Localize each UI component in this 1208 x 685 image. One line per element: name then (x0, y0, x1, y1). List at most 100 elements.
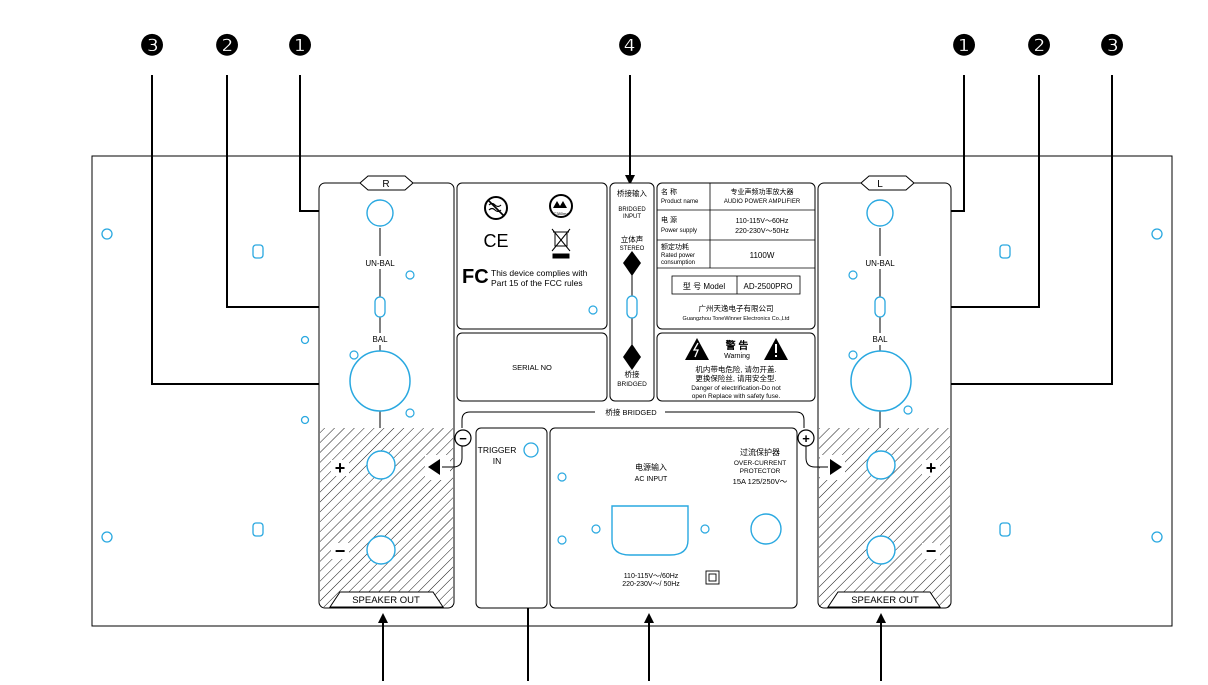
svg-text:STEREO: STEREO (620, 246, 645, 252)
cert-mark-text: C380ma (553, 211, 569, 216)
svg-text:15A 125/250V～: 15A 125/250V～ (733, 477, 788, 486)
svg-text:AD-2500PRO: AD-2500PRO (744, 282, 793, 291)
fcc-logo: FC (462, 266, 489, 288)
svg-text:广州天逸电子有限公司: 广州天逸电子有限公司 (699, 303, 774, 313)
bridge-plus-terminal (797, 429, 815, 447)
speaker-out-tab (827, 591, 941, 608)
svg-text:PROTECTOR: PROTECTOR (740, 468, 781, 475)
iec-power-inlet[interactable] (611, 505, 689, 556)
unbal-rca-jack[interactable] (866, 199, 894, 227)
svg-text:−: − (459, 431, 467, 446)
svg-text:桥接输入: 桥接输入 (617, 188, 647, 198)
svg-text:BRIDGED: BRIDGED (617, 381, 647, 388)
callout-1-right: ❶ (951, 30, 976, 61)
callout-3-right: ❸ (1099, 30, 1124, 61)
bridge-mode-switch[interactable] (626, 295, 638, 319)
svg-text:BRIDGED: BRIDGED (618, 207, 646, 213)
svg-text:220-230V～/ 50Hz: 220-230V～/ 50Hz (622, 581, 680, 588)
unbal-label: UN-BAL (365, 259, 395, 268)
speaker-minus-sign: − (926, 541, 937, 561)
callout-numbers: ❸ ❷ ❶ ❹ ❶ ❷ ❸ (139, 30, 1124, 61)
unbal-rca-jack[interactable] (366, 199, 394, 227)
svg-text:OVER-CURRENT: OVER-CURRENT (734, 460, 786, 467)
bal-jack-slot[interactable] (874, 296, 886, 318)
speaker-out-label: SPEAKER OUT (851, 595, 919, 606)
right-channel-module: R UN-BAL BAL + − SPEAKER OUT (318, 175, 455, 609)
speaker-minus-jack[interactable] (366, 535, 396, 565)
bridge-link-arrow (428, 459, 440, 475)
callout-3-left: ❸ (139, 30, 164, 61)
xlr-input-jack[interactable] (349, 350, 411, 412)
svg-text:110-115V～60Hz: 110-115V～60Hz (736, 218, 789, 225)
svg-text:电源输入: 电源输入 (635, 462, 667, 472)
bridge-mode-switch-panel: 桥接输入 BRIDGED INPUT 立体声 STEREO 桥接 BRIDGED (609, 182, 655, 402)
speaker-minus-sign: − (335, 541, 346, 561)
svg-text:警 告: 警 告 (725, 339, 749, 352)
callout-2-right: ❷ (1026, 30, 1051, 61)
bridge-minus-terminal (454, 429, 472, 447)
bridged-connection: 桥接 BRIDGED − + (442, 406, 828, 468)
svg-text:Guangzhou ToneWinner Electroni: Guangzhou ToneWinner Electronics Co.,Ltd (683, 316, 790, 322)
speaker-plus-sign: + (335, 458, 346, 478)
double-insulation-icon (705, 570, 720, 585)
channel-tag-r: R (382, 179, 389, 190)
ac-input-panel: 电源输入 AC INPUT 过流保护器 OVER-CURRENT PROTECT… (549, 427, 798, 609)
warning-panel: 警 告 Warning 机内带电危险, 请勿开盖. 更换保险丝, 请用安全型. … (656, 332, 816, 402)
certification-panel: C380ma CE FC This device complies with P… (456, 182, 608, 330)
svg-text:Danger of electrification-Do n: Danger of electrification-Do not (691, 385, 781, 392)
speaker-plus-jack[interactable] (866, 450, 896, 480)
svg-text:型 号 Model: 型 号 Model (683, 282, 725, 291)
spec-label-panel: 名 称 Product name 专业声频功率放大器 AUDIO POWER A… (656, 182, 816, 330)
speaker-out-label: SPEAKER OUT (352, 595, 420, 606)
bal-label: BAL (372, 335, 388, 344)
svg-text:open Replace with safety fuse.: open Replace with safety fuse. (692, 393, 781, 400)
callout-2-left: ❷ (214, 30, 239, 61)
shock-hazard-icon (685, 338, 709, 360)
channel-tag-shape (359, 175, 414, 191)
unbal-label: UN-BAL (865, 259, 895, 268)
fcc-line-2: Part 15 of the FCC rules (491, 278, 583, 288)
ce-mark: CE (483, 231, 508, 251)
svg-text:立体声: 立体声 (621, 234, 644, 244)
overcurrent-protector-button[interactable] (750, 513, 782, 545)
svg-text:110-115V～/60Hz: 110-115V～/60Hz (624, 573, 679, 580)
svg-text:AC INPUT: AC INPUT (635, 476, 668, 483)
callout-4-center: ❹ (617, 30, 642, 61)
svg-text:电 源: 电 源 (661, 215, 677, 224)
svg-text:220-230V～50Hz: 220-230V～50Hz (735, 228, 789, 235)
svg-text:AUDIO POWER AMPLIFIER: AUDIO POWER AMPLIFIER (724, 199, 801, 205)
bridged-label: 桥接 BRIDGED (605, 407, 657, 417)
serial-panel: SERIAL NO (456, 332, 608, 402)
svg-text:额定功耗: 额定功耗 (661, 242, 689, 251)
svg-text:机内带电危险, 请勿开盖.: 机内带电危险, 请勿开盖. (695, 364, 776, 374)
svg-text:过流保护器: 过流保护器 (740, 447, 780, 457)
unbal-label-bg (355, 256, 405, 269)
svg-text:IN: IN (493, 456, 502, 466)
svg-text:+: + (802, 431, 810, 446)
trigger-in-panel: TRIGGER IN (475, 427, 548, 609)
svg-text:TRIGGER: TRIGGER (478, 445, 517, 455)
bridged-diamond (623, 344, 641, 370)
svg-text:1100W: 1100W (750, 251, 775, 260)
speaker-plus-sign: + (926, 458, 937, 478)
trigger-in-jack[interactable] (523, 442, 539, 458)
svg-text:consumption: consumption (661, 260, 695, 266)
svg-text:Warning: Warning (724, 353, 750, 360)
speaker-plus-jack[interactable] (366, 450, 396, 480)
bal-jack-slot[interactable] (374, 296, 386, 318)
svg-text:Product name: Product name (661, 199, 699, 205)
weee-bin-icon (551, 228, 571, 259)
svg-text:Rated power: Rated power (661, 253, 695, 259)
speaker-minus-jack[interactable] (866, 535, 896, 565)
svg-text:名 称: 名 称 (661, 187, 677, 196)
bal-label: BAL (872, 335, 888, 344)
channel-tag-l: L (877, 179, 883, 190)
svg-text:Power supply: Power supply (661, 228, 697, 234)
svg-text:INPUT: INPUT (623, 214, 641, 220)
fcc-line-1: This device complies with (491, 268, 588, 278)
bridge-link-arrow (830, 459, 842, 475)
xlr-input-jack[interactable] (850, 350, 912, 412)
serial-no-label: SERIAL NO (512, 363, 552, 372)
